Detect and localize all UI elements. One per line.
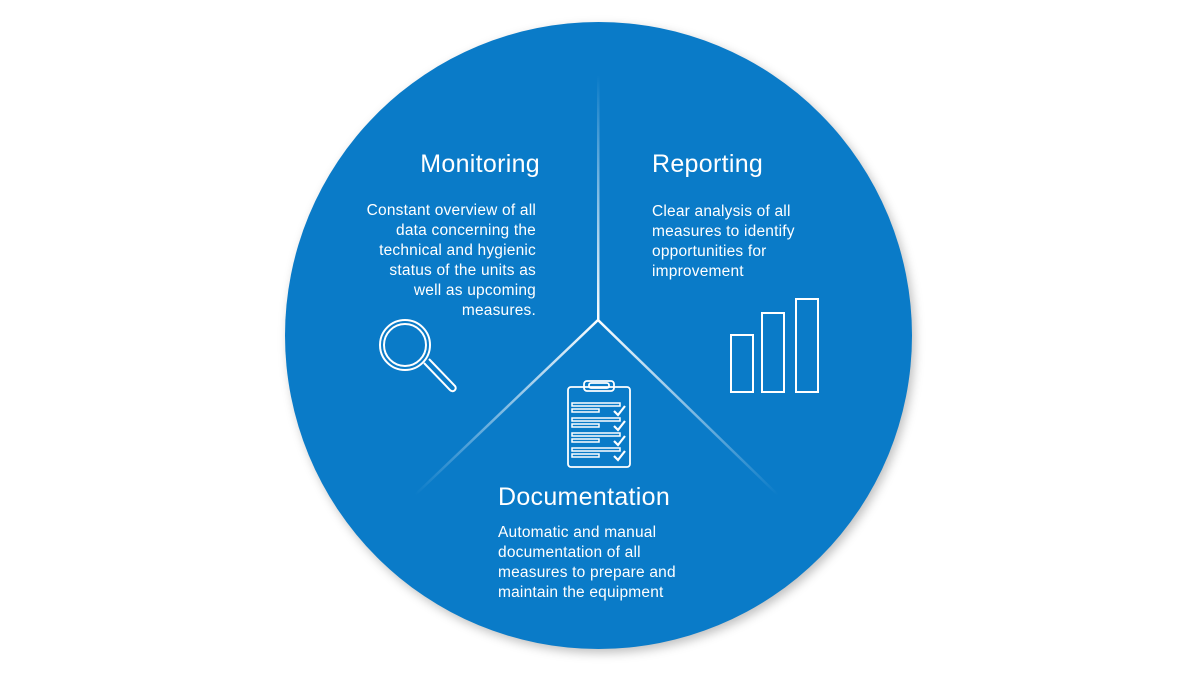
text-line: opportunities for xyxy=(652,243,767,260)
divider-left xyxy=(414,319,599,496)
monitoring-title: Monitoring xyxy=(420,150,540,178)
text-line: data concerning the xyxy=(396,222,536,239)
text-line: documentation of all xyxy=(498,544,641,561)
magnifier-icon xyxy=(379,319,457,393)
divider-right xyxy=(597,319,779,496)
documentation-title: Documentation xyxy=(498,483,671,511)
text-line: measures to identify xyxy=(652,223,795,240)
text-line: Constant overview of all xyxy=(366,202,536,219)
text-line: improvement xyxy=(652,263,744,280)
text-line: maintain the equipment xyxy=(498,584,664,601)
text-line: well as upcoming xyxy=(413,282,536,299)
monitoring-description: Constant overview of all data concerning… xyxy=(367,201,536,321)
divider-top xyxy=(597,75,600,321)
text-line: measures. xyxy=(461,302,536,319)
clipboard-checklist-icon xyxy=(567,380,631,468)
text-line: technical and hygienic xyxy=(379,242,536,259)
text-line: status of the units as xyxy=(389,262,536,279)
reporting-description: Clear analysis of all measures to identi… xyxy=(652,202,795,282)
text-line: Clear analysis of all xyxy=(652,203,791,220)
text-line: Automatic and manual xyxy=(498,524,657,541)
bar-chart-icon xyxy=(730,298,819,393)
text-line: measures to prepare and xyxy=(498,564,676,581)
documentation-description: Automatic and manual documentation of al… xyxy=(498,523,676,603)
reporting-title: Reporting xyxy=(652,150,764,178)
